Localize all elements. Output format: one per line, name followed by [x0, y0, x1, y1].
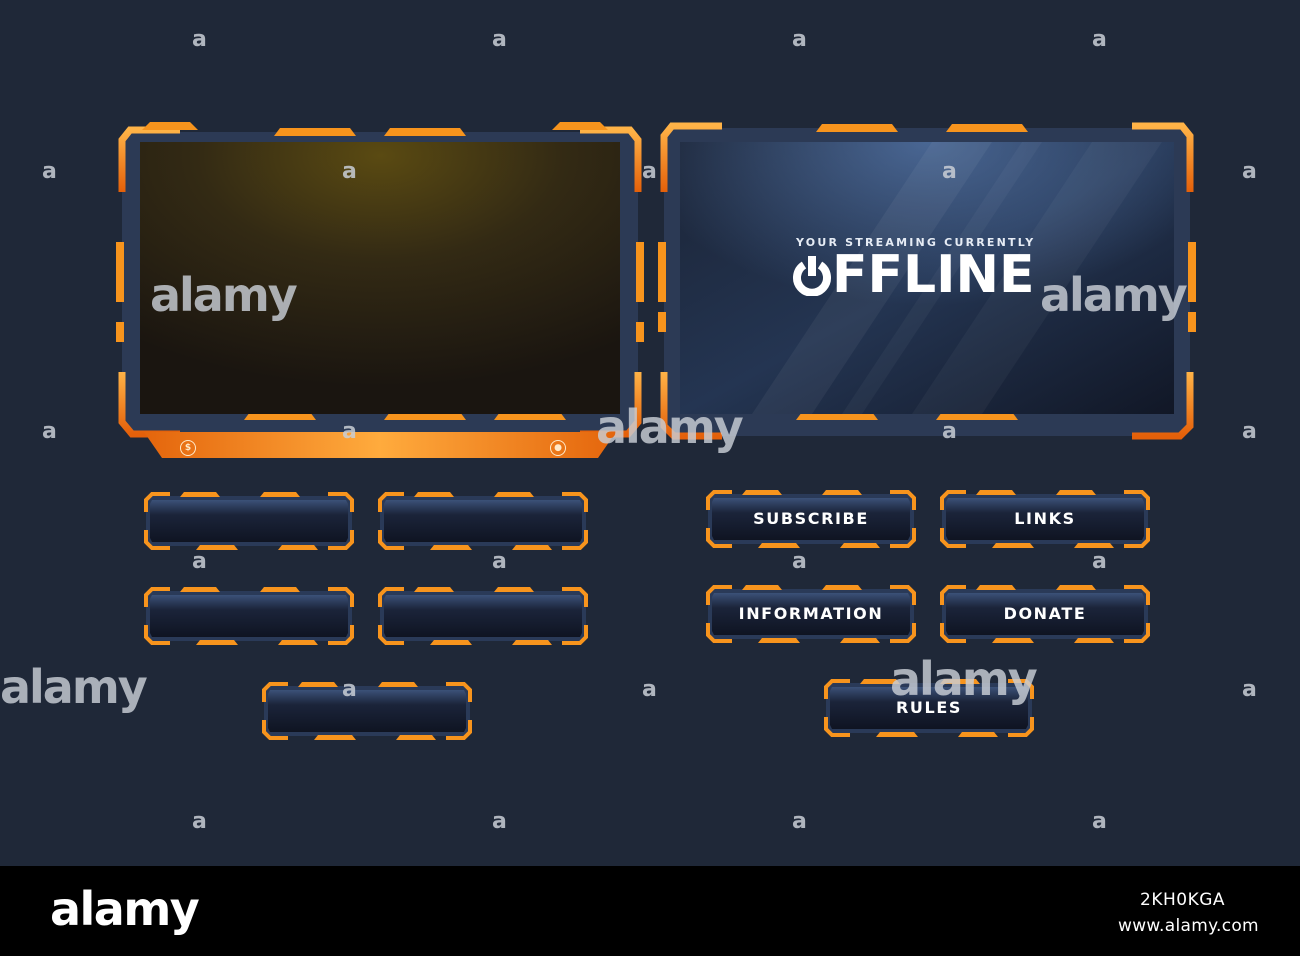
watermark-mark: a [1092, 549, 1107, 574]
blank-panel [144, 585, 354, 647]
offline-title: FFLINE [792, 245, 1035, 305]
watermark-mark: a [792, 549, 807, 574]
watermark-mark: a [492, 809, 507, 834]
links-panel[interactable]: LINKS [940, 488, 1150, 550]
subscribe-panel[interactable]: SUBSCRIBE [706, 488, 916, 550]
offline-title-text: FFLINE [832, 245, 1035, 305]
watermark-mark: a [792, 27, 807, 52]
blank-panel [378, 585, 588, 647]
watermark-mark: a [192, 809, 207, 834]
blank-panel [378, 490, 588, 552]
watermark-mark: a [1242, 159, 1257, 184]
footer-bar [0, 866, 1300, 956]
donate-label: DONATE [1003, 604, 1087, 623]
image-id: 2KH0KGA [1140, 890, 1226, 910]
watermark-word: alamy [1040, 268, 1188, 322]
offline-frame [658, 122, 1196, 440]
footer-url: www.alamy.com [1118, 916, 1259, 936]
watermark-mark: a [192, 27, 207, 52]
camera-frame: $ ● [116, 122, 644, 462]
watermark-word: alamy [150, 268, 298, 322]
footer-logo: alamy [50, 882, 200, 936]
watermark-mark: a [942, 159, 957, 184]
watermark-mark: a [342, 419, 357, 444]
blank-panel [144, 490, 354, 552]
information-panel[interactable]: INFORMATION [706, 583, 916, 645]
watermark-mark: a [42, 419, 57, 444]
donate-panel[interactable]: DONATE [940, 583, 1150, 645]
watermark-mark: a [942, 419, 957, 444]
subscribe-label: SUBSCRIBE [753, 509, 869, 528]
power-icon [792, 249, 832, 297]
watermark-mark: a [792, 809, 807, 834]
watermark-mark: a [42, 159, 57, 184]
watermark-mark: a [492, 549, 507, 574]
watermark-mark: a [492, 27, 507, 52]
user-icon: ● [550, 440, 566, 456]
watermark-mark: a [642, 677, 657, 702]
watermark-word: alamy [596, 400, 744, 454]
links-label: LINKS [1014, 509, 1076, 528]
watermark-mark: a [642, 159, 657, 184]
rules-label: RULES [896, 698, 962, 717]
blank-panel [262, 680, 472, 742]
watermark-mark: a [1092, 27, 1107, 52]
watermark-mark: a [1242, 419, 1257, 444]
dollar-icon: $ [180, 440, 196, 456]
watermark-mark: a [192, 549, 207, 574]
watermark-mark: a [1092, 809, 1107, 834]
information-label: INFORMATION [738, 604, 884, 623]
watermark-mark: a [1242, 677, 1257, 702]
watermark-mark: a [342, 677, 357, 702]
watermark-word: alamy [890, 652, 1038, 706]
watermark-word: alamy [0, 660, 148, 714]
watermark-mark: a [342, 159, 357, 184]
offline-subtitle: YOUR STREAMING CURRENTLY [796, 236, 1036, 249]
rules-panel[interactable]: RULES [824, 677, 1034, 739]
